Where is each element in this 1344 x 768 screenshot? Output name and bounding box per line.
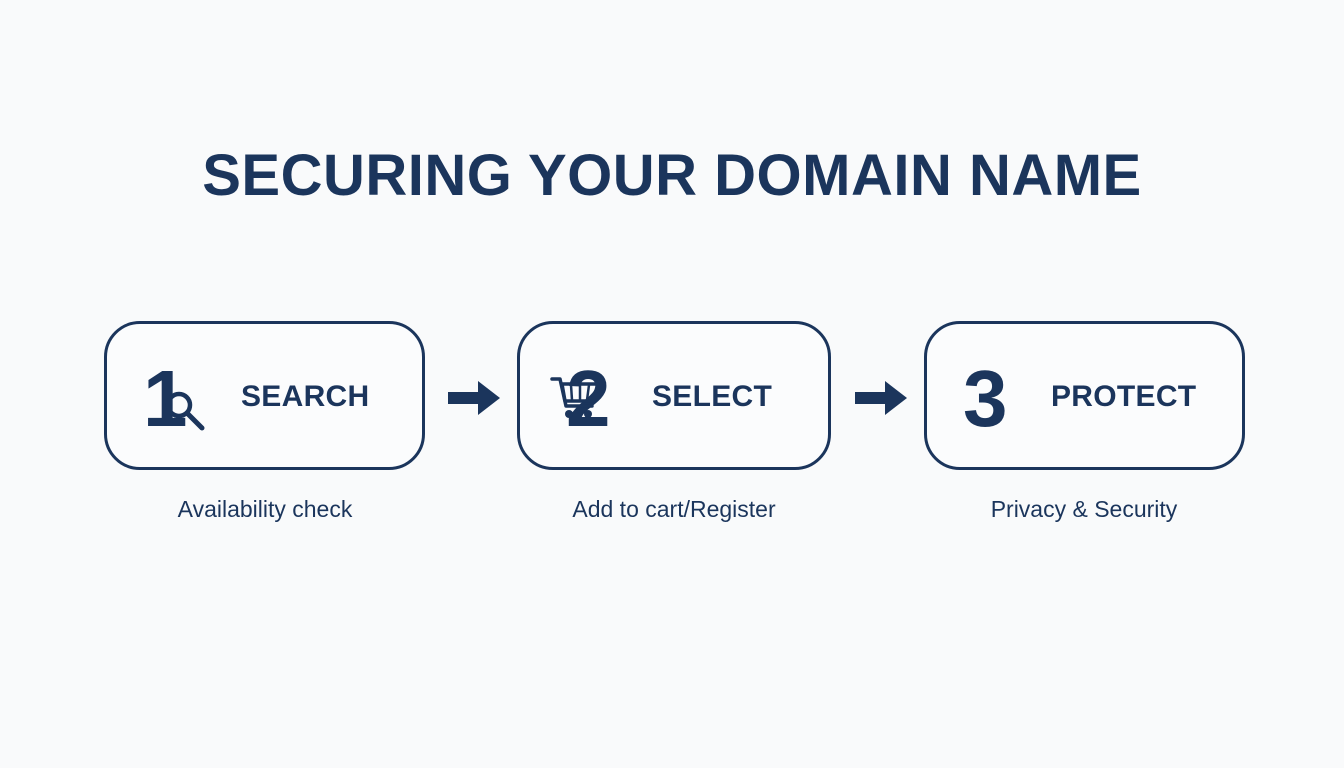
step-protect-card: 3 PROTECT — [924, 321, 1245, 470]
step-label: PROTECT — [1051, 380, 1197, 413]
step-label: SELECT — [652, 380, 773, 413]
step-number: 1 — [143, 354, 188, 443]
arrow-right-icon — [448, 381, 500, 415]
step-search-card: 1 SEARCH — [104, 321, 425, 470]
step-number: 3 — [963, 354, 1008, 443]
step-label: SEARCH — [241, 380, 370, 413]
magnifier-icon — [165, 391, 205, 431]
step-caption: Add to cart/Register — [572, 496, 776, 522]
shopping-cart-icon — [550, 377, 600, 418]
arrow-right-icon — [855, 381, 907, 415]
page-title: SECURING YOUR DOMAIN NAME — [202, 143, 1142, 208]
step-select-card: 2 SELECT — [517, 321, 831, 470]
step-caption: Availability check — [177, 496, 353, 522]
step-caption: Privacy & Security — [990, 496, 1178, 522]
